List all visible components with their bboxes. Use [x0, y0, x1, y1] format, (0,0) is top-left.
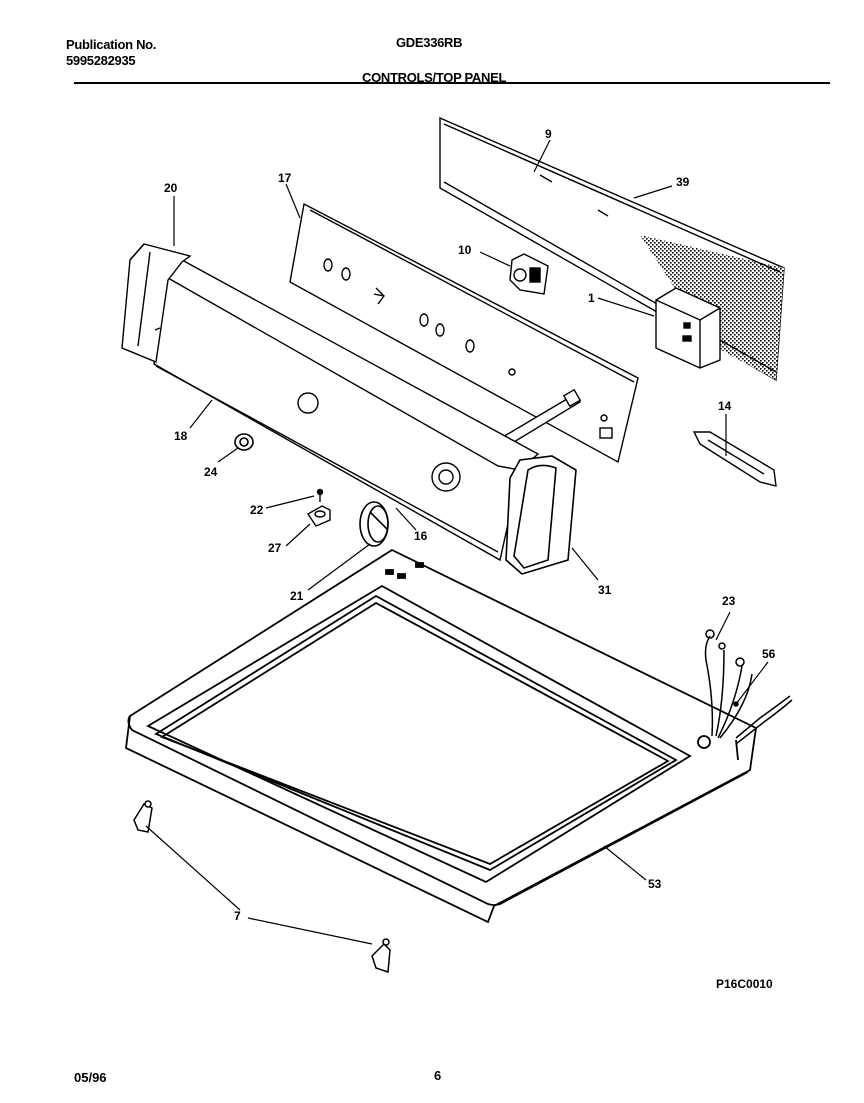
callout-9: 9: [545, 127, 552, 141]
screw-part-22: [316, 488, 324, 502]
foot-part-7-lower: [371, 938, 391, 974]
publication-label: Publication No.: [66, 37, 157, 52]
callout-23: 23: [722, 594, 736, 608]
switch-part-10: [509, 253, 549, 295]
callout-10: 10: [458, 243, 472, 257]
callout-31: 31: [598, 583, 612, 597]
callout-14: 14: [718, 399, 732, 413]
clip-part-27: [307, 505, 331, 527]
power-cord-part-56: [733, 695, 793, 745]
figure-code: P16C0010: [716, 977, 773, 991]
section-title: CONTROLS/TOP PANEL: [362, 70, 507, 85]
model-number: GDE336RB: [396, 35, 463, 50]
callout-21: 21: [290, 589, 304, 603]
callout-20: 20: [164, 181, 178, 195]
foot-part-7-upper: [133, 800, 153, 833]
right-end-cap-part-31: [505, 455, 577, 575]
footer-page-number: 6: [434, 1068, 442, 1083]
callout-22: 22: [250, 503, 264, 517]
wire-harness-part-23: [704, 629, 753, 739]
control-module-part-1: [655, 287, 721, 369]
header-rule: [74, 82, 830, 84]
callout-56: 56: [762, 647, 776, 661]
callout-16: 16: [414, 529, 428, 543]
part-14: [692, 431, 777, 487]
leader-lines: [145, 139, 769, 945]
callout-39: 39: [676, 175, 690, 189]
callout-1: 1: [588, 291, 595, 305]
publication-number: 5995282935: [66, 53, 136, 68]
top-panel-part-53: [125, 548, 757, 924]
callout-53: 53: [648, 877, 662, 891]
callout-27: 27: [268, 541, 282, 555]
callout-17: 17: [278, 171, 292, 185]
callout-18: 18: [174, 429, 188, 443]
part-24: [234, 433, 254, 451]
knob-part-21: [359, 501, 389, 547]
control-bracket-part-17: [289, 202, 639, 464]
footer-date: 05/96: [74, 1070, 107, 1085]
callout-7: 7: [234, 909, 241, 923]
callout-24: 24: [204, 465, 218, 479]
left-end-cap-part-20: [121, 243, 192, 363]
